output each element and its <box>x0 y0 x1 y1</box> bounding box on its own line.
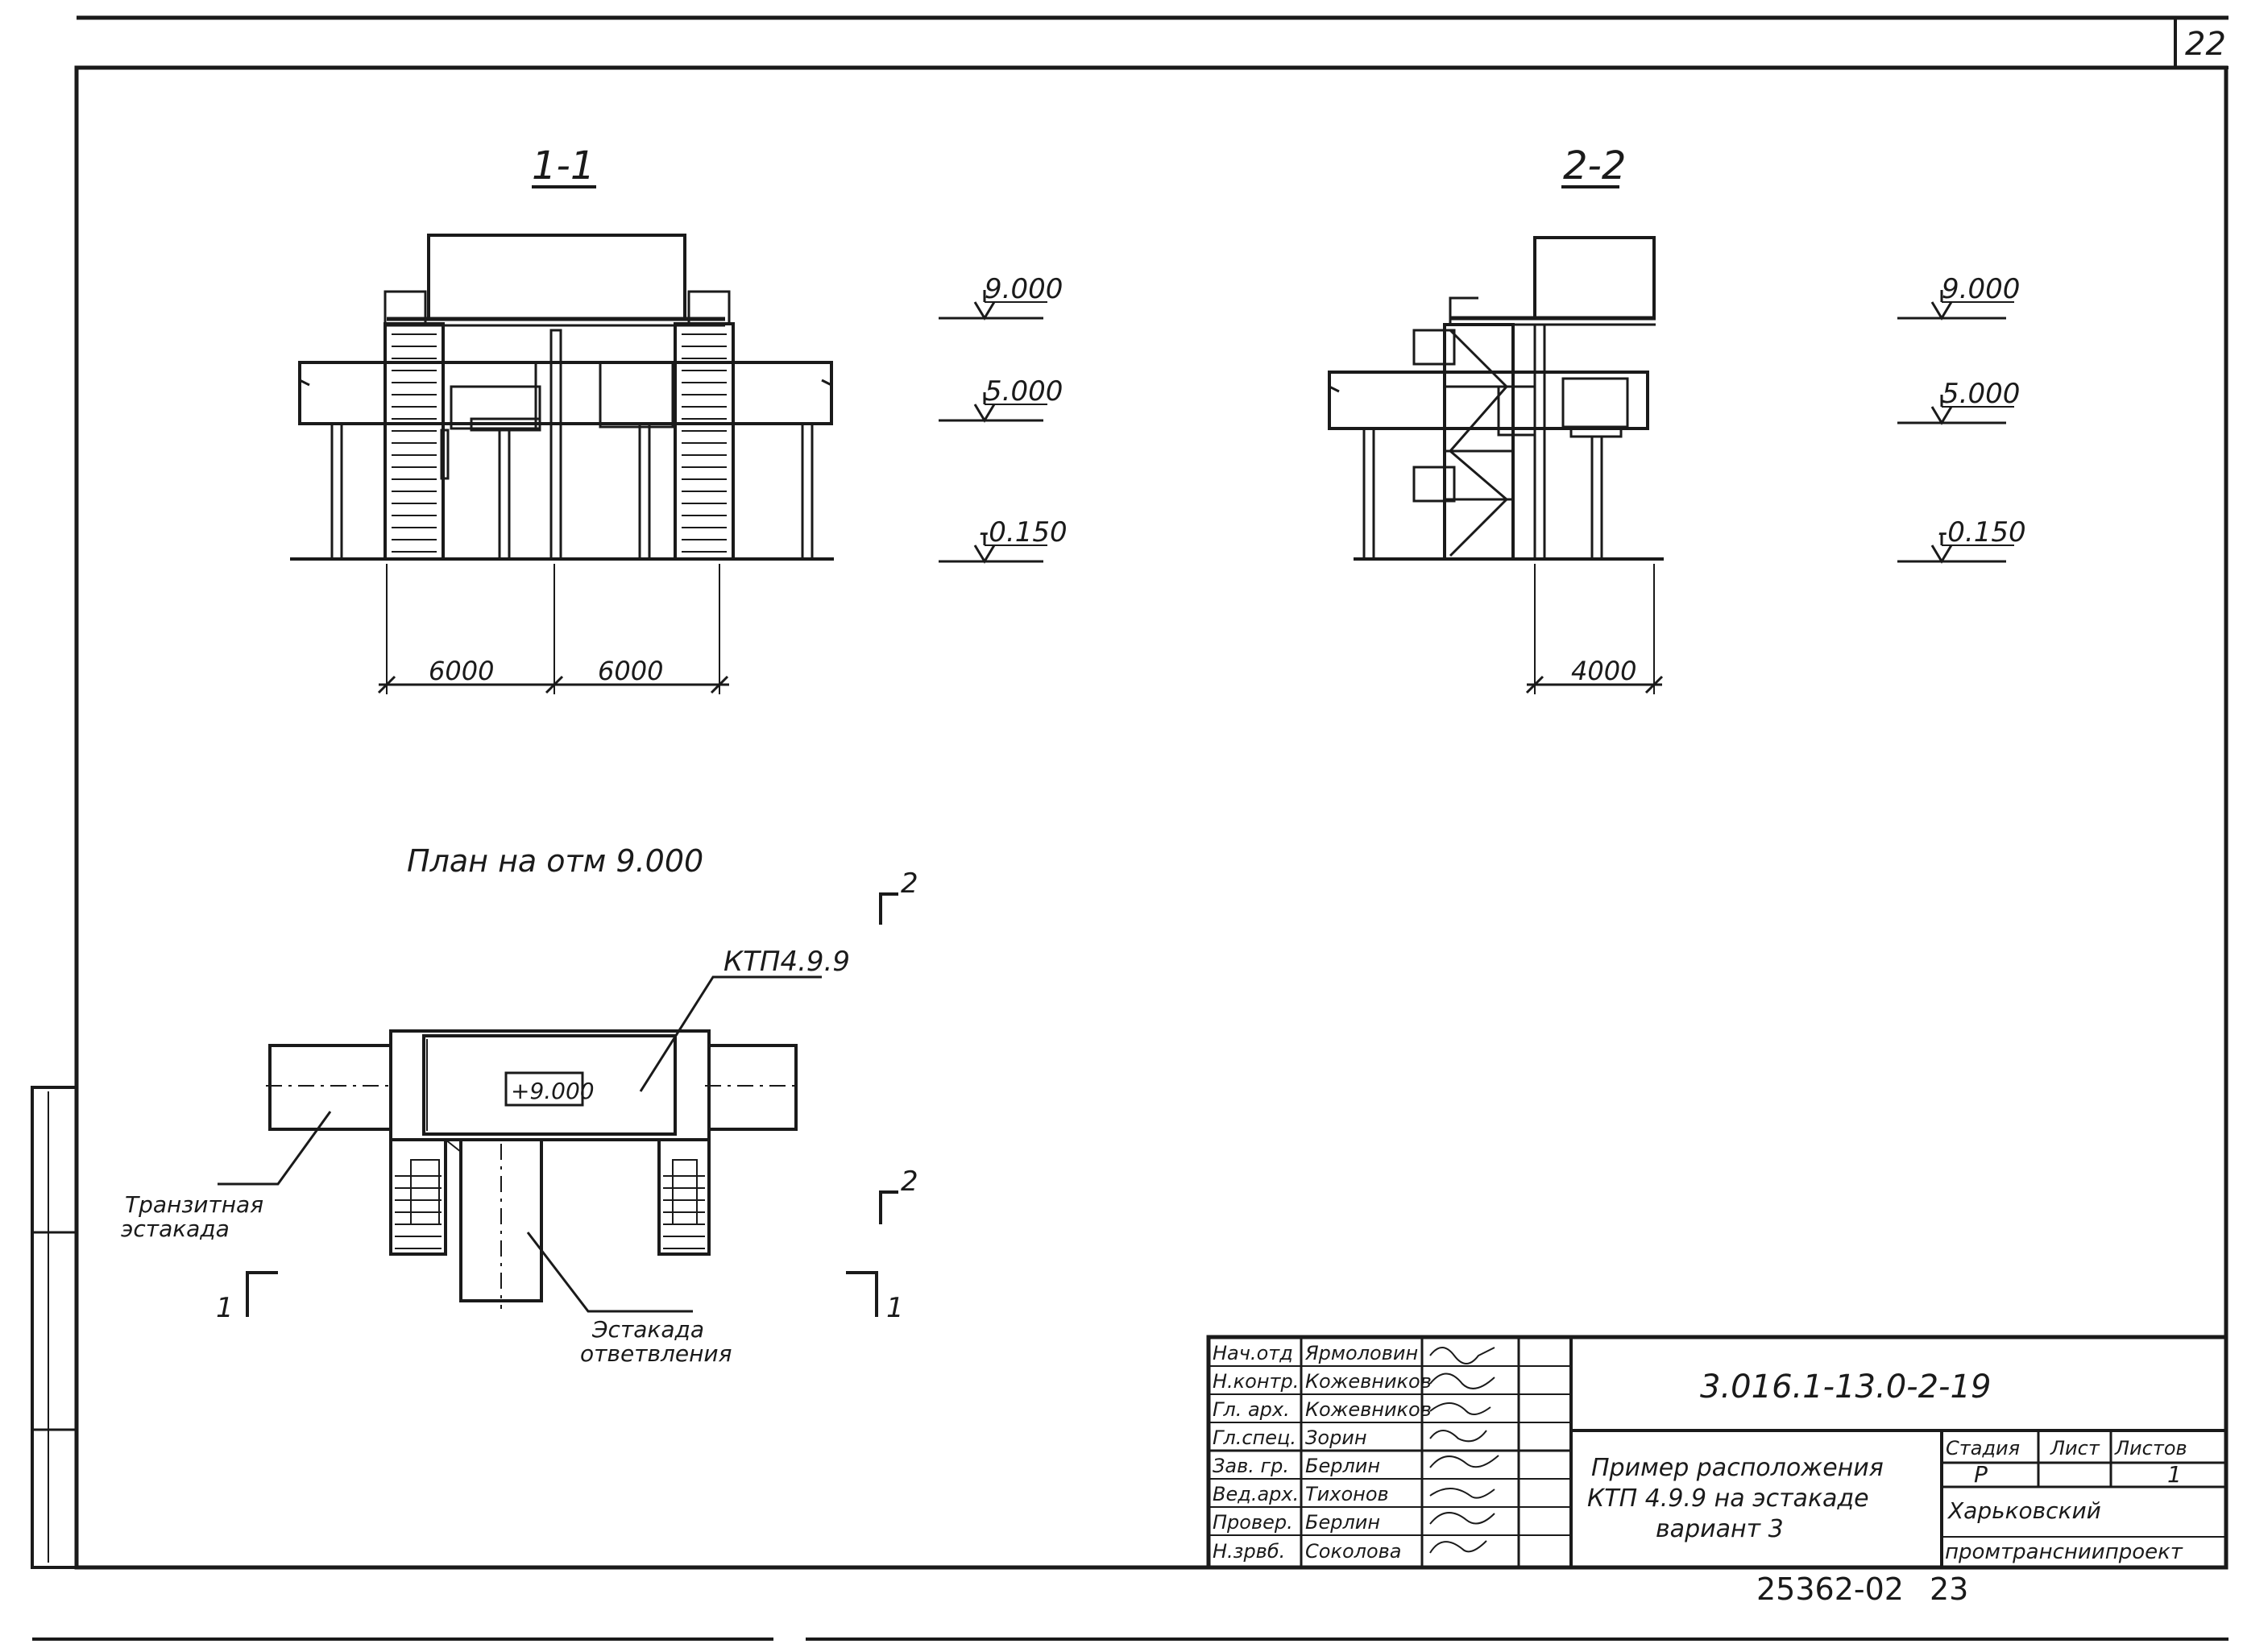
name-0: Ярмоловин <box>1304 1342 1418 1364</box>
role-1: Н.контр. <box>1213 1370 1299 1393</box>
stair-truss-2 <box>1445 329 1513 557</box>
signatures <box>1429 1347 1499 1554</box>
stair-hatch-left <box>392 333 437 553</box>
role-0: Нач.отд <box>1213 1342 1293 1364</box>
section-2-level-top: 9.000 <box>1942 273 2020 305</box>
section-2-level-mid: 5.000 <box>1942 378 2020 410</box>
plan-view <box>218 892 898 1317</box>
transit-label-1: Транзитная <box>125 1191 263 1218</box>
stamp-page: 23 <box>1930 1571 1968 1607</box>
cut-1-right: 1 <box>886 1292 904 1324</box>
org-line-2: промтрансниипроект <box>1945 1540 2183 1564</box>
section-1-level-top: 9.000 <box>985 273 1063 305</box>
stair-hatch-right <box>682 333 727 553</box>
role-5: Вед.арх. <box>1213 1483 1299 1505</box>
drawing-title-3: вариант 3 <box>1656 1515 1784 1543</box>
section-1-title: 1-1 <box>532 143 595 188</box>
col-header-stage: Стадия <box>1946 1437 2020 1459</box>
section-1-level-mid: 5.000 <box>985 375 1063 408</box>
section-2-2: 2-2 <box>1328 143 1664 694</box>
title-block <box>1206 1335 2228 1570</box>
name-5: Тихонов <box>1305 1483 1389 1505</box>
role-4: Зав. гр. <box>1213 1455 1289 1477</box>
col-value-sheets: 1 <box>2167 1461 2182 1488</box>
ktp-box <box>427 234 686 321</box>
drawing-title-1: Пример расположения <box>1591 1454 1884 1482</box>
branch-label-2: ответвления <box>580 1340 732 1367</box>
name-6: Берлин <box>1305 1511 1380 1534</box>
cut-2-top: 2 <box>901 867 918 900</box>
stamp-number: 25362-02 <box>1756 1571 1904 1607</box>
col-header-sheets: Листов <box>2114 1437 2187 1459</box>
name-7: Соколова <box>1305 1540 1402 1563</box>
col-value-stage: Р <box>1974 1461 1988 1488</box>
branch-label-1: Эстакада <box>591 1316 704 1343</box>
section-1-dim-left: 6000 <box>429 656 494 686</box>
mark-box <box>504 1071 584 1107</box>
plan-mark: +9.000 <box>511 1078 595 1104</box>
col-header-sheet: Лист <box>2050 1437 2100 1459</box>
role-2: Гл. арх. <box>1213 1398 1290 1421</box>
section-2-level-ground: -0.150 <box>1938 516 2026 549</box>
section-1-level-marks <box>939 290 1047 564</box>
section-2-dim: 4000 <box>1571 656 1636 686</box>
sheet-number: 22 <box>2185 26 2226 63</box>
name-3: Зорин <box>1305 1426 1367 1449</box>
role-6: Провер. <box>1213 1511 1293 1534</box>
section-2-level-marks <box>1897 290 2014 564</box>
section-1-dim-right: 6000 <box>598 656 663 686</box>
cut-1-left: 1 <box>216 1292 234 1324</box>
ktp-plan-label: КТП4.9.9 <box>723 946 850 978</box>
name-2: Кожевников <box>1305 1398 1432 1421</box>
role-7: Н.зрвб. <box>1213 1540 1285 1563</box>
sheet-frame <box>31 15 2228 1641</box>
role-3: Гл.спец. <box>1213 1426 1296 1449</box>
section-1-level-ground: -0.150 <box>979 516 1068 549</box>
ktp-plan-outer <box>389 1029 711 1141</box>
drawing-title-2: КТП 4.9.9 на эстакаде <box>1587 1484 1869 1513</box>
section-1-1: 1-1 <box>290 143 834 694</box>
cut-2-bottom: 2 <box>901 1166 918 1198</box>
org-line-1: Харьковский <box>1947 1497 2101 1524</box>
section-2-title: 2-2 <box>1563 143 1626 188</box>
document-code: 3.016.1-13.0-2-19 <box>1700 1368 1991 1406</box>
plan-title: План на отм 9.000 <box>407 843 703 879</box>
name-1: Кожевников <box>1305 1370 1432 1393</box>
name-4: Берлин <box>1305 1455 1380 1477</box>
transit-label-2: эстакада <box>121 1215 230 1242</box>
